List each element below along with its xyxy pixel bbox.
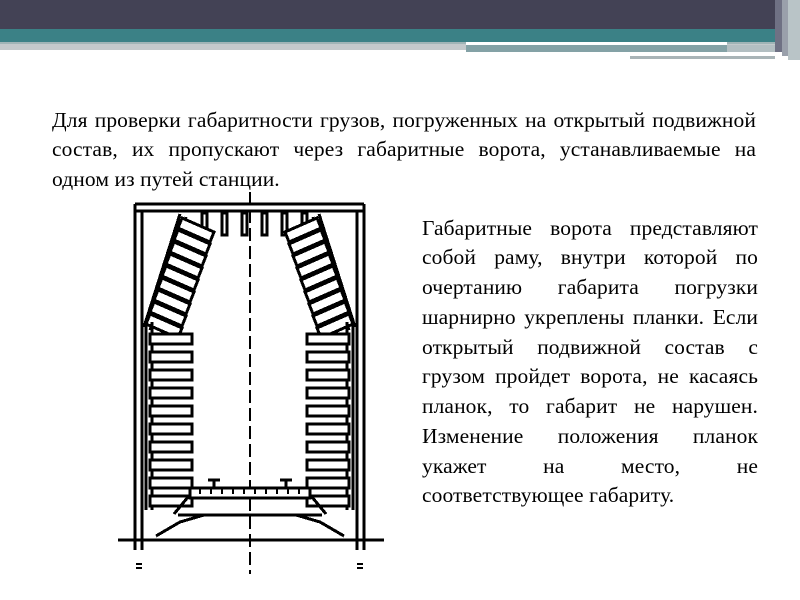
load-notches — [198, 488, 301, 494]
load-stanchions — [208, 478, 292, 488]
intro-paragraph: Для проверки габаритности грузов, погруж… — [52, 107, 756, 192]
slide-header-decoration — [0, 0, 800, 70]
header-accent-rule-1 — [466, 29, 779, 42]
gauge-gates-diagram — [118, 192, 384, 582]
header-accent-rule-3 — [466, 45, 727, 52]
header-accent-rule-4 — [727, 45, 785, 52]
right-vertical-slats-group — [305, 332, 351, 508]
header-accent-rule-5 — [630, 52, 785, 56]
body-paragraph: Габаритные ворота представляют собой рам… — [422, 215, 758, 508]
header-dark-band — [0, 0, 775, 29]
header-accent-column-2 — [782, 0, 788, 56]
wagon-with-load — [155, 478, 345, 538]
header-gray-band — [0, 44, 775, 50]
header-accent-column-3 — [788, 0, 800, 60]
post-foundations — [136, 563, 363, 569]
header-teal-dim-line — [0, 42, 775, 44]
header-accent-column-1 — [775, 0, 782, 52]
right-diagonal-slats-group — [283, 216, 355, 340]
left-diagonal-slats-group — [144, 216, 216, 340]
header-accent-rule-2 — [466, 42, 727, 45]
header-accent-rule-6 — [630, 56, 775, 59]
gauge-gates-svg — [118, 192, 384, 574]
left-vertical-slats-group — [148, 332, 194, 508]
